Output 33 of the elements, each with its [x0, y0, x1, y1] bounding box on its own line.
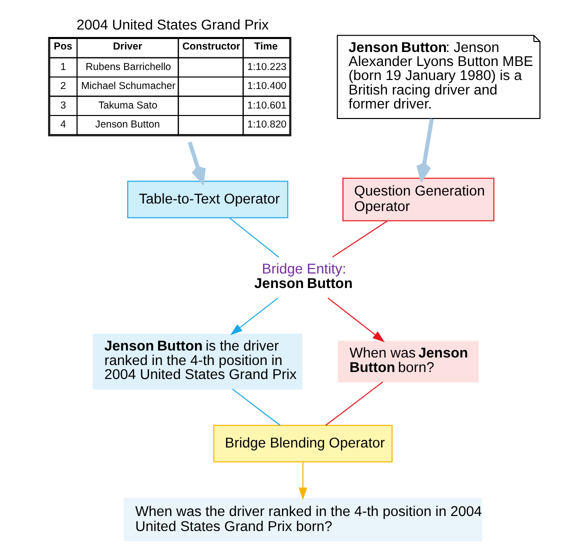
label: Takuma Sato	[98, 100, 158, 112]
label: 3	[60, 100, 66, 112]
arrow	[298, 462, 308, 500]
label: 1	[60, 62, 66, 73]
label: 4	[60, 120, 66, 131]
label: Rubens Barrichello	[86, 62, 172, 73]
label: Constructor	[182, 42, 240, 53]
node-box: When was Jenson Button born?	[338, 340, 479, 382]
label: Jenson Button	[95, 120, 160, 131]
label: 1:10.601	[247, 100, 287, 112]
arrow	[328, 298, 385, 342]
node-box: Bridge Blending Operator	[213, 424, 393, 462]
node-box: Table-to-Text Operator	[127, 180, 288, 218]
connector	[229, 217, 280, 258]
node-box: When was the driver ranked in the 4-th position in 2004 United States Grand Prix born?	[124, 498, 482, 542]
label: Pos	[54, 42, 72, 53]
connector	[332, 220, 388, 258]
label: 2	[60, 81, 66, 92]
label: Michael Schumacher	[81, 81, 176, 92]
node-box: Question Generation Operator	[342, 178, 494, 222]
arrow	[230, 298, 278, 336]
arrow	[188, 142, 206, 184]
label: 1:10.400	[247, 81, 287, 92]
node-label: 2004 United States Grand Prix	[76, 18, 269, 34]
node-box: Jenson Button is the driver ranked in the 4-th position in 2004 United States Grand Prix	[92, 334, 302, 390]
node-text: Bridge Entity: Jenson Button	[254, 262, 353, 292]
connector	[232, 388, 280, 426]
arrow	[416, 118, 434, 180]
label: Time	[254, 42, 278, 53]
connector	[325, 382, 384, 426]
label: 1:10.223	[247, 62, 287, 73]
label: Driver	[113, 42, 142, 53]
label: 1:10.820	[247, 120, 287, 131]
